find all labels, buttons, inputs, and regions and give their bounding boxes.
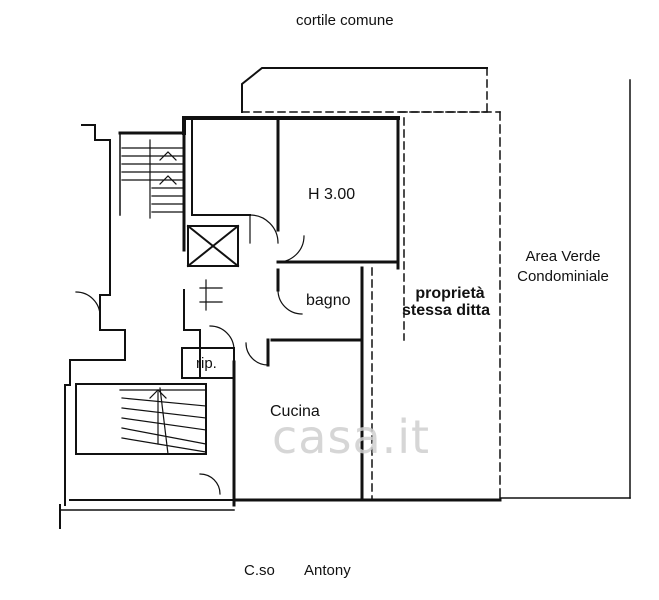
label-ripostiglio: rip. (196, 355, 217, 372)
label-height: H 3.00 (308, 186, 356, 203)
label-cucina: Cucina (270, 403, 320, 420)
label-proprieta: proprietà (415, 285, 485, 302)
label-stessa-ditta: stessa ditta (401, 302, 491, 319)
elevator-shaft (186, 224, 240, 268)
watermark-logo: casa.it (272, 410, 431, 464)
top-extension (241, 67, 488, 113)
green-area-boundary (399, 79, 631, 501)
storage-closet (181, 347, 235, 379)
upper-stair (121, 139, 183, 219)
lower-block (59, 499, 235, 529)
label-area-verde: Area Verde (525, 248, 601, 265)
left-stair-wing (64, 124, 186, 506)
label-bagno: bagno (306, 292, 351, 309)
apartment-walls (182, 116, 502, 507)
label-street-name: Antony (304, 562, 351, 579)
doors (75, 214, 305, 495)
label-street-prefix: C.so (244, 562, 275, 579)
label-condominiale: Condominiale (517, 268, 609, 285)
lower-stair (75, 383, 207, 455)
label-cortile: cortile comune (296, 12, 394, 29)
